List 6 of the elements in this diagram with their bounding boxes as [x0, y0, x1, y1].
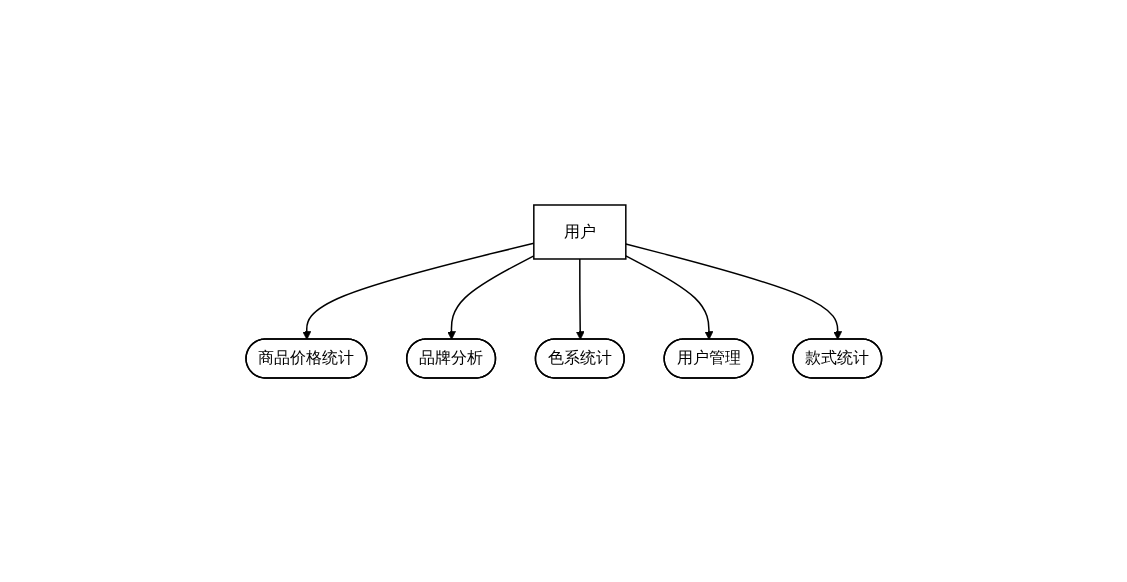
node-box: 用户 — [532, 203, 627, 260]
arrow — [446, 254, 535, 340]
arrow — [302, 242, 535, 340]
arrow — [624, 242, 842, 340]
arrow — [624, 254, 713, 340]
arrow — [575, 257, 585, 340]
